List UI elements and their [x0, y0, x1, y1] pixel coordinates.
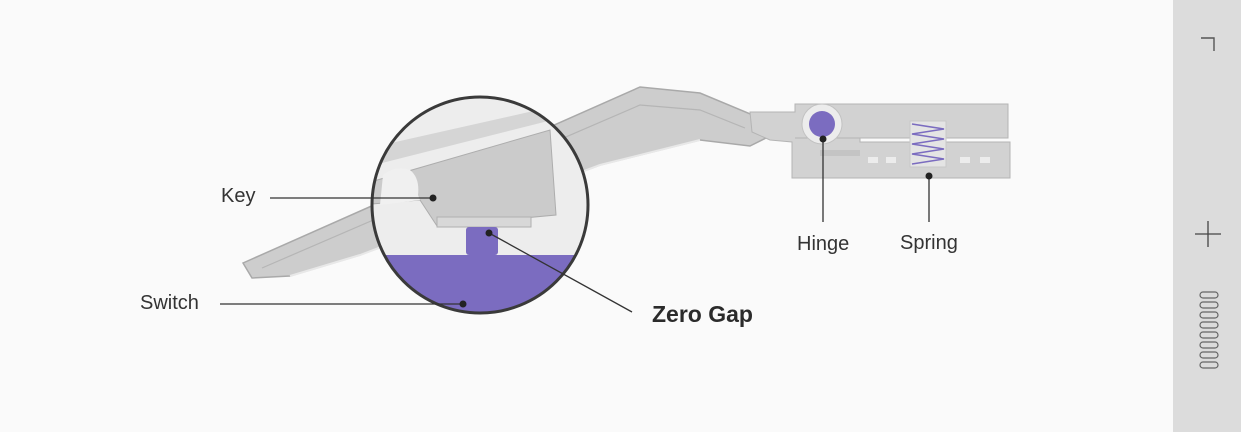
crosshair-icon [1195, 221, 1221, 247]
leader-lines [220, 139, 930, 313]
housing-slot [886, 157, 896, 163]
grip-lines-icon[interactable] [1199, 291, 1219, 369]
zero-gap-leader [488, 232, 633, 313]
key-label: Key [221, 185, 256, 207]
zero-gap-label: Zero Gap [652, 301, 753, 327]
side-rail [1173, 0, 1241, 432]
housing-slot [960, 157, 970, 163]
housing-slot [980, 157, 990, 163]
corner-mark-icon [1201, 37, 1215, 51]
housing-slot [868, 157, 878, 163]
leader-dots [429, 135, 933, 308]
hinge-label: Hinge [797, 233, 850, 255]
spring-coil-icon [909, 120, 947, 168]
hinge-pin [801, 103, 843, 145]
hinge-housing [749, 103, 1011, 179]
switch-label: Switch [140, 292, 199, 314]
spring-label: Spring [900, 232, 958, 254]
